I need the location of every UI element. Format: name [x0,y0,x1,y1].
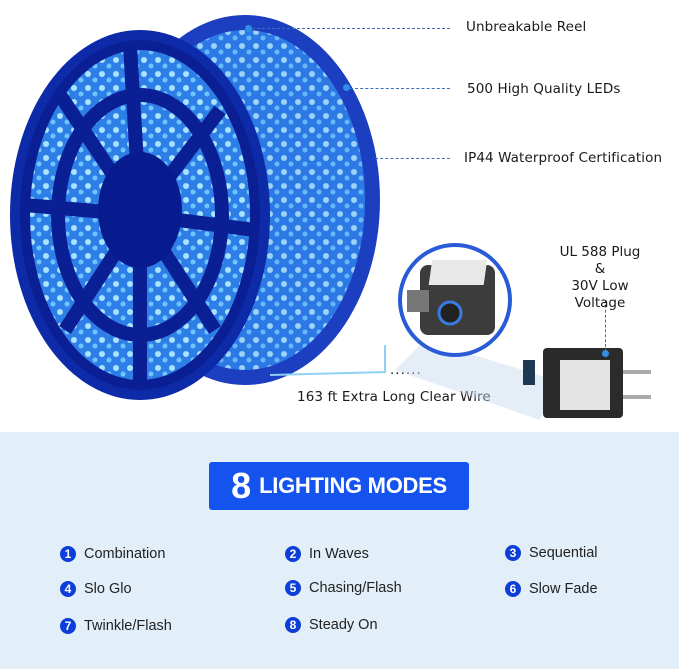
number-badge-icon: 7 [60,618,76,634]
callout-reel: Unbreakable Reel [466,19,587,35]
mode-item-7: 7 Twinkle/Flash [60,618,172,634]
product-feature-area: Unbreakable Reel 500 High Quality LEDs I… [10,15,663,420]
wire-dots: ...... [390,362,422,378]
number-badge-icon: 5 [285,580,301,596]
mode-item-8: 8 Steady On [285,617,378,633]
mode-label: Slow Fade [529,581,598,597]
callout-dot-leds [343,84,350,91]
mode-item-6: 6 Slow Fade [505,581,598,597]
mode-item-5: 5 Chasing/Flash [285,580,402,596]
mode-label: Sequential [529,545,598,561]
modes-title: LIGHTING MODES [259,473,447,498]
number-badge-icon: 8 [285,617,301,633]
number-badge-icon: 1 [60,546,76,562]
mode-item-4: 4 Slo Glo [60,581,132,597]
plug-adapter-image [395,243,651,420]
mode-label: Chasing/Flash [309,580,402,596]
callout-dot-reel [245,25,252,32]
number-badge-icon: 6 [505,581,521,597]
plug-line-3: 30V Low Voltage [571,278,629,311]
mode-label: Steady On [309,617,378,633]
callout-line-plug [605,300,606,352]
mode-item-3: 3 Sequential [505,545,598,561]
mode-label: Combination [84,546,166,562]
callout-leds: 500 High Quality LEDs [467,81,621,97]
callout-waterproof: IP44 Waterproof Certification [464,150,663,166]
led-reel-image [10,15,386,400]
mode-item-1: 1 Combination [60,546,165,562]
lighting-modes-banner: 8 LIGHTING MODES [209,462,469,510]
callout-line-reel [252,28,450,29]
callout-line-waterproof [375,158,450,159]
mode-item-2: 2 In Waves [285,546,369,562]
number-badge-icon: 4 [60,581,76,597]
callout-wire: 163 ft Extra Long Clear Wire [297,389,491,405]
callout-dot-plug [602,350,609,357]
mode-label: Twinkle/Flash [84,618,172,634]
callout-line-leds [350,88,450,89]
modes-count: 8 [231,465,252,506]
number-badge-icon: 3 [505,545,521,561]
callout-plug: UL 588 Plug & 30V Low Voltage [545,244,655,312]
number-badge-icon: 2 [285,546,301,562]
plug-line-1: UL 588 Plug [559,244,641,260]
mode-label: In Waves [309,546,369,562]
mode-label: Slo Glo [84,581,132,597]
plug-line-2: & [594,261,606,277]
